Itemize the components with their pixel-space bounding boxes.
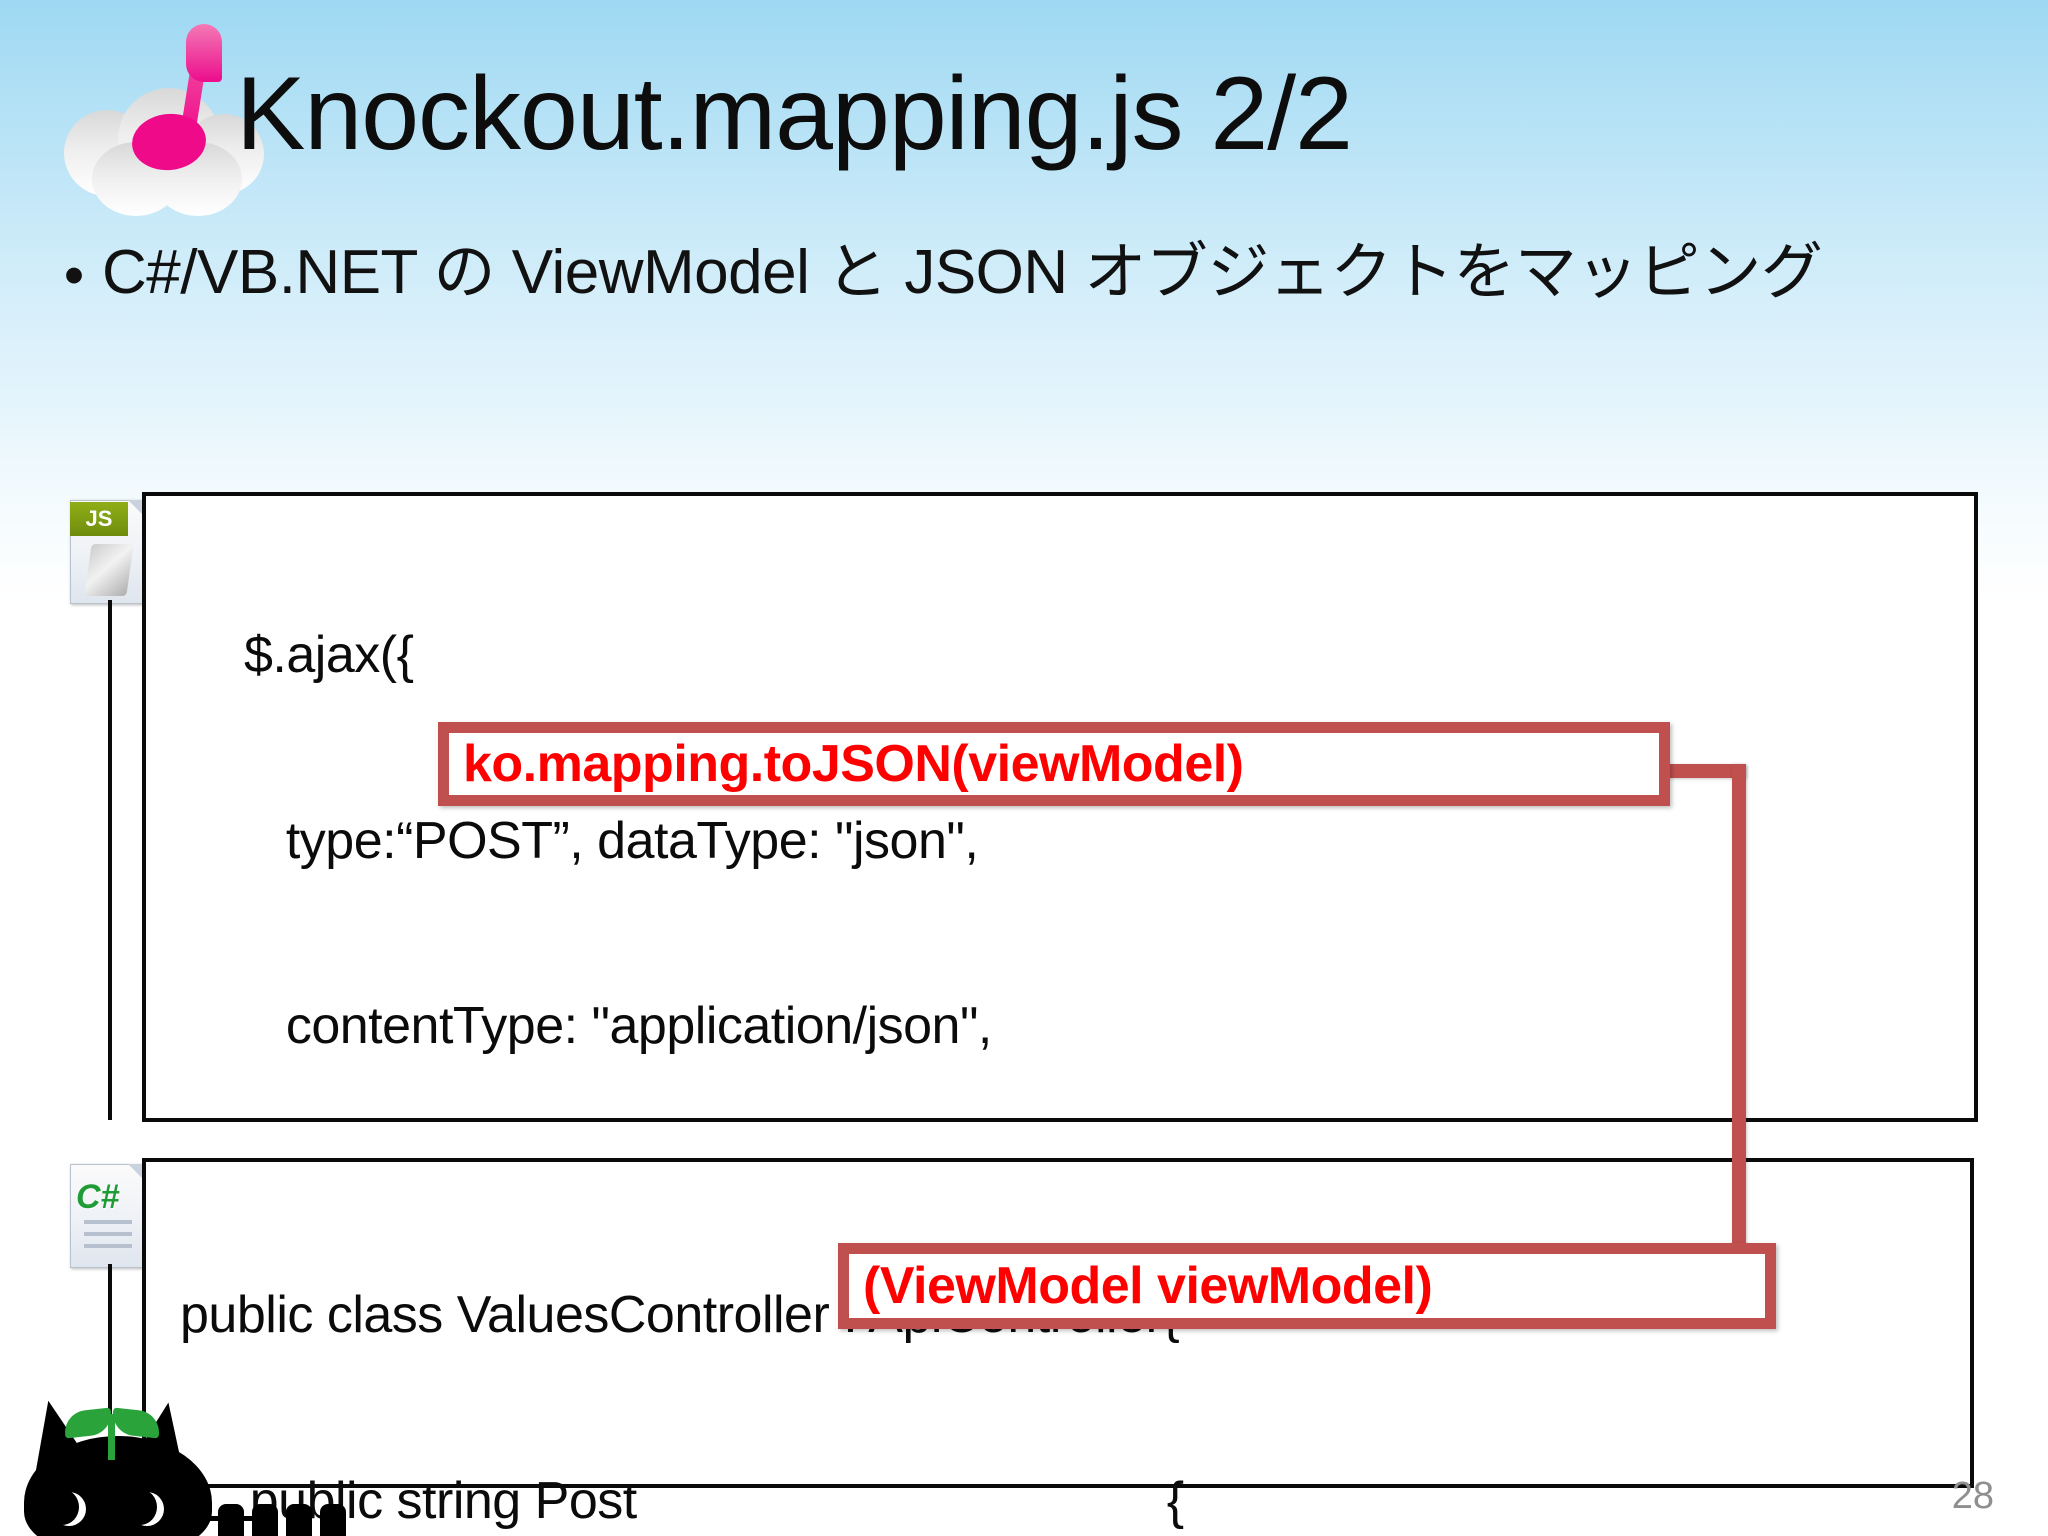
- cat-eye-right: [123, 1489, 164, 1526]
- connector-segment-horizontal-top: [1664, 764, 1746, 778]
- cat-paw: [320, 1504, 346, 1536]
- file-icon-rule: [84, 1232, 132, 1236]
- javascript-code-block: $.ajax({ type:“POST”, dataType: "json", …: [142, 492, 1978, 1426]
- js-icon-leader-line: [108, 600, 112, 1120]
- cat-paw: [252, 1504, 278, 1536]
- connector-segment-vertical: [1732, 764, 1746, 1284]
- javascript-file-icon-label: JS: [70, 502, 128, 536]
- highlight-box-tojson: ko.mapping.toJSON(viewModel): [438, 722, 1670, 806]
- file-icon-rule: [84, 1220, 132, 1224]
- bullet-marker: •: [63, 243, 85, 308]
- cs-icon-leader-line: [108, 1264, 112, 1494]
- code-line: public string Post {: [180, 1471, 1184, 1530]
- cat-paw: [286, 1504, 312, 1536]
- csharp-file-icon: C#: [70, 1164, 148, 1268]
- slide-title: Knockout.mapping.js 2/2: [236, 56, 1353, 172]
- sprout-stem-icon: [108, 1414, 115, 1460]
- music-note-flag-icon: [186, 24, 222, 82]
- cat-whisker: [196, 1516, 256, 1521]
- csharp-file-icon-label: C#: [76, 1178, 120, 1216]
- code-line: $.ajax({: [244, 625, 414, 684]
- file-icon-rule: [84, 1244, 132, 1248]
- bullet-text: C#/VB.NET の ViewModel と JSON オブジェクトをマッピン…: [102, 238, 1823, 307]
- highlight-box-viewmodel-param: (ViewModel viewModel): [838, 1243, 1776, 1329]
- code-line: type:“POST”, dataType: "json",: [244, 811, 979, 870]
- code-line: contentType: "application/json",: [244, 997, 993, 1056]
- cat-eye-left: [45, 1489, 86, 1526]
- javascript-scroll-glyph: [84, 544, 134, 596]
- knockout-cloud-music-note-logo: [58, 22, 264, 216]
- page-number: 28: [1951, 1475, 1994, 1517]
- black-cat-with-sprout-mascot: [0, 1394, 350, 1536]
- javascript-file-icon: JS: [70, 500, 148, 604]
- bullet-item: • C#/VB.NET の ViewModel と JSON オブジェクトをマッ…: [46, 238, 2006, 314]
